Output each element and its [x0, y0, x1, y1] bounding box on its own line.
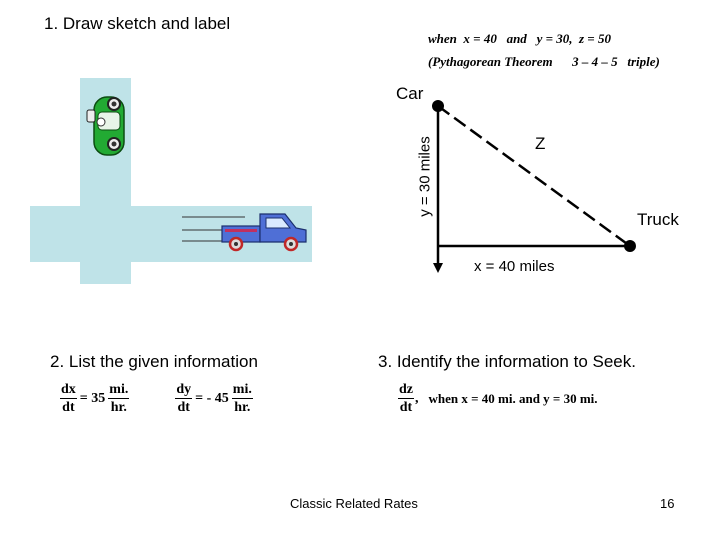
seek-condition: when x = 40 mi. and y = 30 mi.: [428, 390, 598, 406]
car-label: Car: [396, 84, 424, 103]
dx-dt-fraction: dx dt: [60, 382, 77, 415]
note-triple-word: triple: [627, 54, 656, 69]
car-point: [432, 100, 444, 112]
dy-unit-fraction: mi. hr.: [231, 382, 253, 415]
slide-title: 1. Draw sketch and label: [44, 14, 231, 33]
note-theorem: Pythagorean Theorem: [432, 54, 553, 69]
dx-unit-fraction: mi. hr.: [108, 382, 130, 415]
pythagorean-note-line1: when x = 40 and y = 30, z = 50: [428, 31, 611, 47]
given-equations: dx dt = 35 mi. hr. dy dt = - 45 mi. hr.: [60, 381, 253, 416]
seek-comma: ,: [415, 390, 419, 406]
truck-speed-lines: [182, 216, 245, 242]
page-number: 16: [660, 496, 675, 511]
seek-equation: dz dt , when x = 40 mi. and y = 30 mi.: [398, 381, 598, 416]
z-label: Z: [535, 134, 546, 153]
car-icon: [86, 96, 125, 156]
seek-heading: 3. Identify the information to Seek.: [378, 352, 636, 371]
dz-dt-fraction: dz dt: [398, 382, 414, 415]
note-open-paren: (: [428, 54, 433, 69]
note-and: and: [506, 31, 527, 46]
truck-icon: [221, 213, 307, 252]
dy-value: = - 45: [195, 390, 229, 406]
y-distance-label: y = 30 miles: [416, 136, 434, 217]
note-z: z = 50: [579, 31, 611, 46]
note-x: x = 40: [463, 31, 497, 46]
x-distance-label: x = 40 miles: [474, 258, 555, 275]
note-close-paren: ): [655, 54, 660, 69]
note-triple-numbers: 3 – 4 – 5: [572, 54, 618, 69]
note-when: when: [428, 31, 457, 46]
given-heading: 2. List the given information: [50, 352, 258, 371]
truck-label: Truck: [637, 210, 679, 229]
road-illustration: [30, 78, 312, 284]
triangle-diagram: [432, 100, 636, 273]
dy-dt-fraction: dy dt: [175, 382, 193, 415]
pythagorean-note-line2: (Pythagorean Theorem 3 – 4 – 5 triple): [428, 54, 660, 70]
dx-value: = 35: [79, 390, 106, 406]
footer-text: Classic Related Rates: [290, 496, 418, 511]
truck-point: [624, 240, 636, 252]
hypotenuse-z: [437, 104, 631, 248]
note-y: y = 30,: [536, 31, 573, 46]
